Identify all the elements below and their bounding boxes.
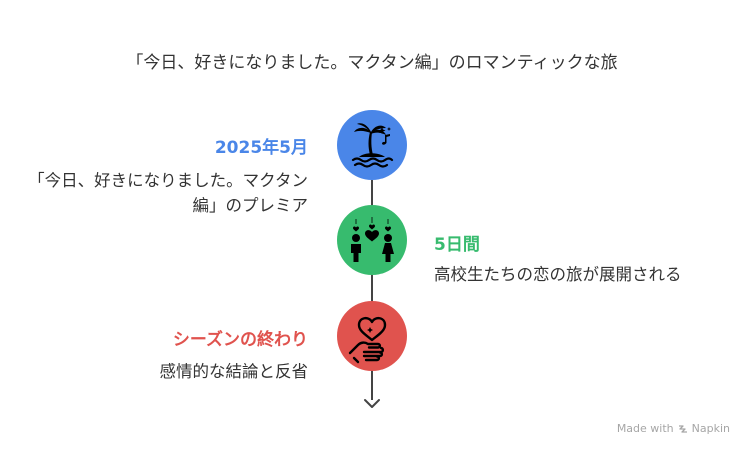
event-heading: シーズンの終わり (172, 330, 308, 350)
timeline-node-season-end (337, 301, 407, 371)
made-with-label: Made with (616, 422, 674, 435)
event-description: 「今日、好きになりました。マクタン編」のプレミア (28, 171, 308, 215)
timeline-node-premiere (337, 110, 407, 180)
couple-icon (351, 217, 394, 262)
timeline-connector (371, 180, 373, 207)
timeline-connector (371, 370, 373, 400)
napkin-brand: Napkin (691, 422, 730, 435)
napkin-logo-icon (678, 424, 687, 433)
event-heading: 2025年5月 (214, 138, 308, 158)
timeline-connector (371, 275, 373, 302)
event-description: 感情的な結論と反省 (159, 362, 309, 381)
island-icon (351, 123, 394, 168)
page-title: 「今日、好きになりました。マクタン編」のロマンティックな旅 (126, 53, 618, 73)
event-description: 高校生たちの恋の旅が展開される (434, 265, 682, 284)
made-with-napkin: Made with Napkin (617, 422, 730, 435)
hand-heart-icon (348, 317, 387, 364)
event-heading: 5日間 (434, 235, 480, 255)
arrow-down-icon (364, 399, 380, 408)
timeline-node-five-days (337, 205, 407, 275)
